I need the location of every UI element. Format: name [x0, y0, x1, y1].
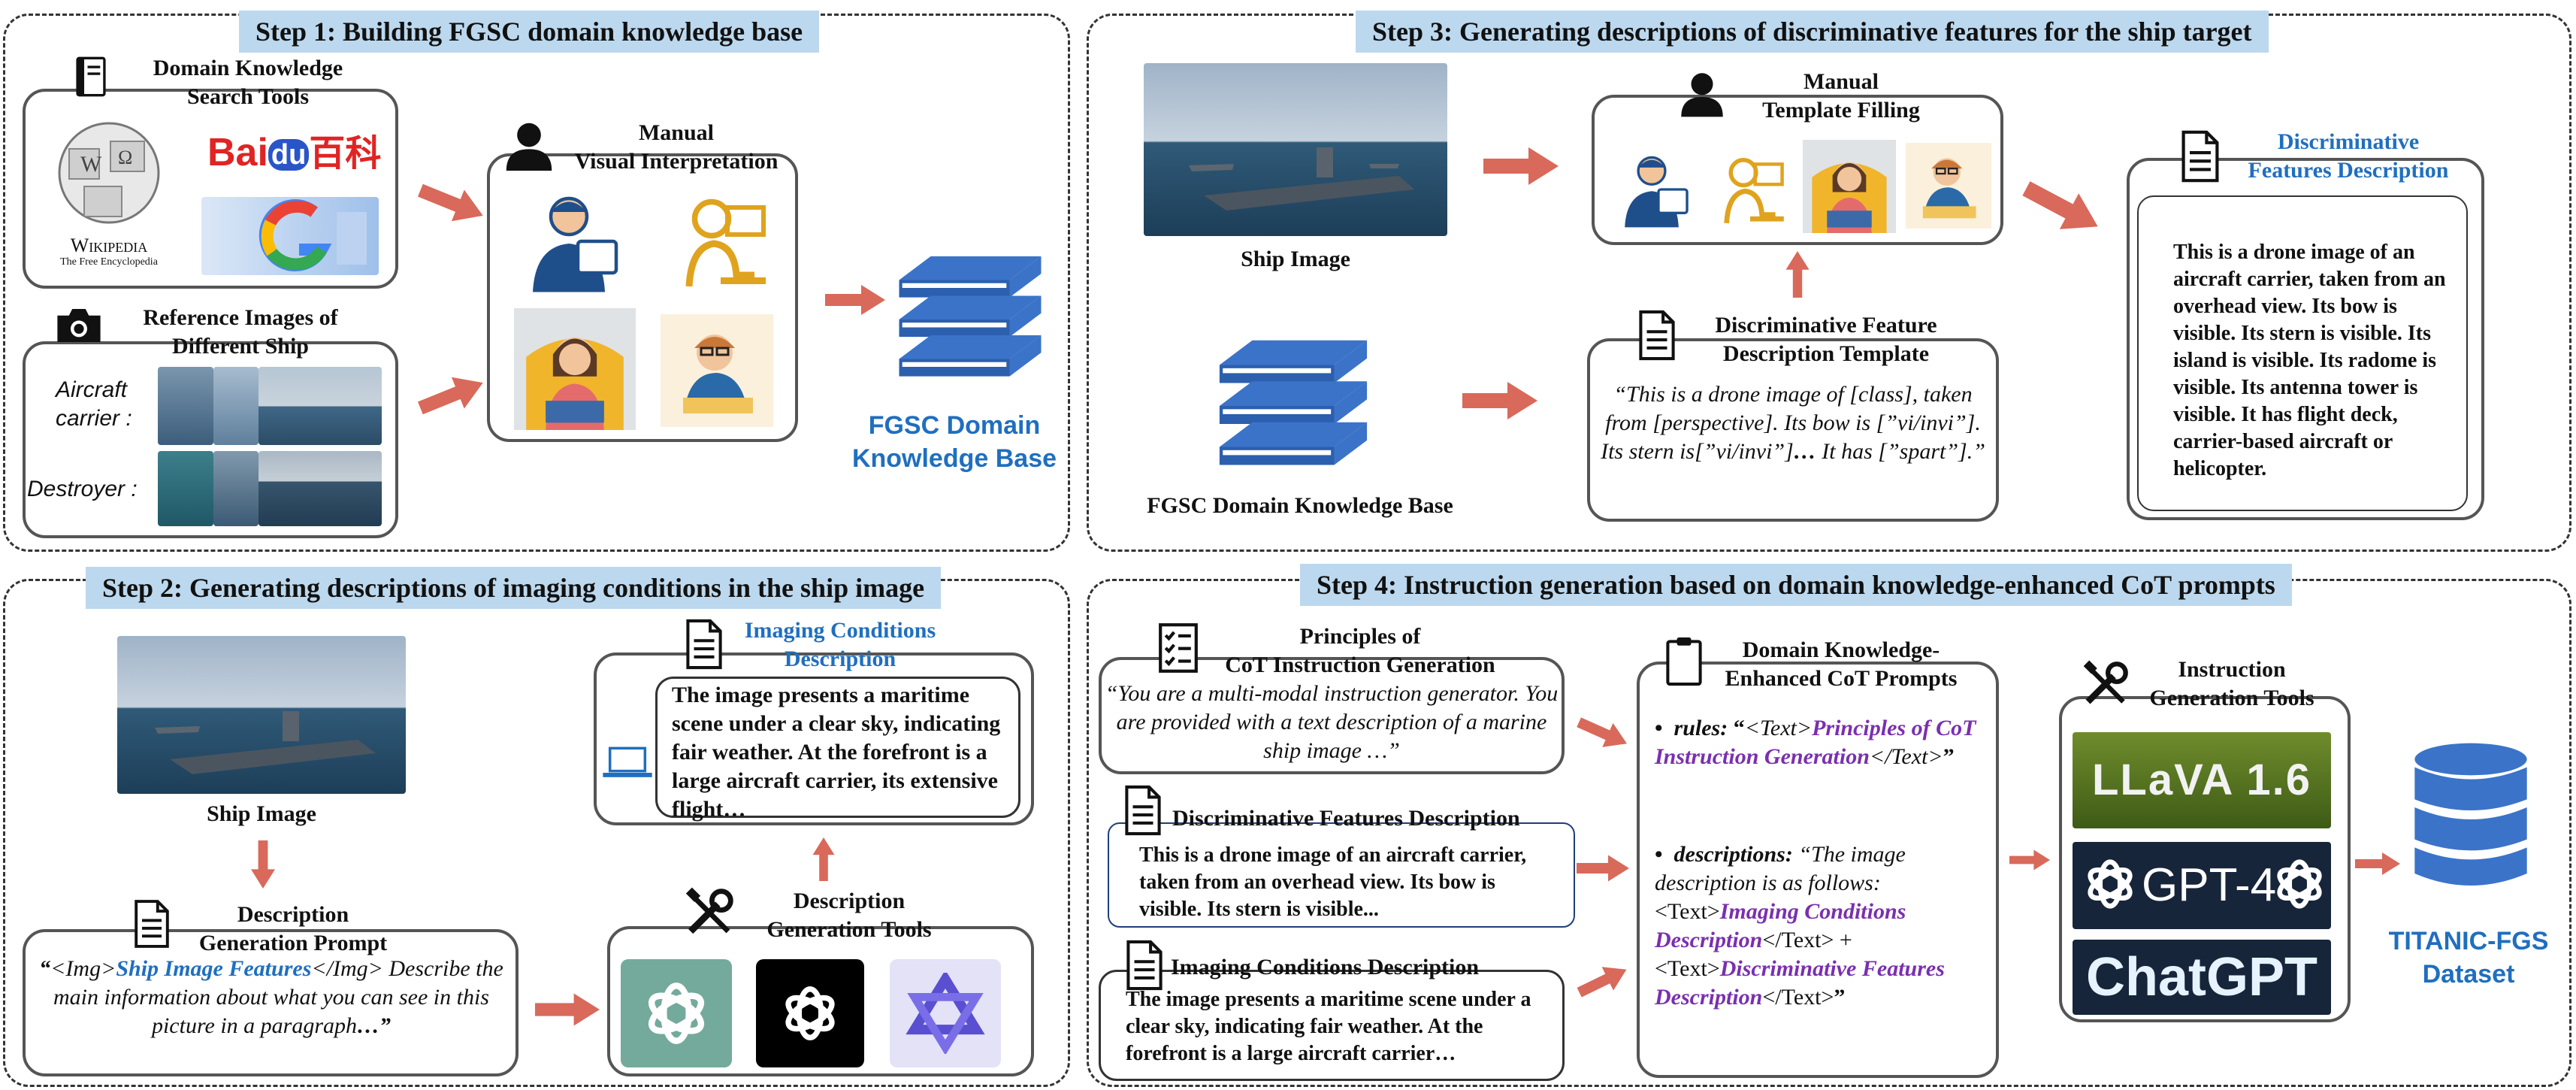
arrow-image-to-prompt [246, 840, 280, 889]
chatgpt-logo: ChatGPT [2073, 940, 2331, 1015]
step3-kb-label: FGSC Domain Knowledge Base [1147, 493, 1453, 518]
imaging4-text: The image presents a maritime scene unde… [1126, 988, 1531, 1065]
template-text: “This is a drone image of [class], taken… [1601, 382, 1985, 464]
tools-icon [684, 887, 735, 938]
checklist-icon [1157, 621, 1199, 675]
destroyer-photo-1 [158, 451, 213, 526]
carrier-photo-3 [259, 367, 382, 445]
svg-text:Ω: Ω [118, 147, 132, 168]
destroyer-label: Destroyer : [27, 477, 138, 501]
knowledge-base-stack-icon [891, 248, 1049, 391]
arrow-manual-to-kb [825, 281, 885, 319]
person-icon-2 [1677, 68, 1727, 120]
arrow-ship-to-manual [1470, 147, 1572, 185]
book-icon [74, 56, 108, 98]
step3-ship-image-label: Ship Image [1241, 247, 1350, 271]
qwen-logo-tile [890, 959, 1001, 1067]
doc-icon-imaging4 [1124, 940, 1165, 991]
cot-label: Domain Knowledge-Enhanced CoT Prompts [1725, 637, 1958, 691]
disc-label: Discriminative Features Description [1172, 806, 1520, 831]
reader2-illustration [655, 314, 779, 427]
principles-box [1099, 657, 1565, 774]
step1-title: Step 1: Building FGSC domain knowledge b… [239, 11, 820, 53]
step2-ship-image-label: Ship Image [207, 801, 316, 826]
analyst-illustration [511, 185, 627, 298]
wikipedia-tagline: The Free Encyclopedia [60, 256, 158, 268]
reader-illustration [663, 185, 779, 298]
destroyer-photo-3 [259, 451, 382, 526]
database-icon [2411, 741, 2531, 892]
arrow-kb-to-template [1432, 382, 1568, 419]
disc-text: This is a drone image of an aircraft car… [1139, 843, 1527, 921]
imaging4-bubble [1099, 970, 1565, 1081]
clipboard-icon [1664, 634, 1704, 687]
reader2-illustration-2 [1904, 143, 1993, 229]
imaging4-label: Imaging Conditions Description [1171, 955, 1480, 979]
doc-icon-disc [1123, 785, 1163, 836]
prompt-box [23, 929, 519, 1076]
carrier-photo-1 [158, 367, 213, 445]
laptop-icon [601, 744, 654, 780]
doc-icon-template [1637, 310, 1677, 361]
arrow-cot-to-tools [2009, 845, 2050, 875]
doc-icon-features [2179, 129, 2221, 183]
principles-text: “You are a multi-modal instruction gener… [1105, 681, 1559, 763]
arrow-tools-to-dataset [2355, 848, 2400, 880]
svg-text:W: W [80, 152, 102, 177]
chatgpt-logo-tile [621, 959, 732, 1067]
reader-illustration-2 [1706, 147, 1794, 232]
camera-icon [54, 305, 104, 346]
arrow-prompt-to-tools [535, 991, 600, 1028]
imaging-text: The image presents a maritime scene unde… [672, 683, 1001, 822]
cot-box [1637, 662, 1999, 1078]
gpt4-logo: GPT-4 [2073, 842, 2331, 929]
doc-icon-imaging [684, 618, 724, 671]
student-illustration [511, 308, 639, 430]
features-text: This is a drone image of an aircraft car… [2173, 241, 2446, 480]
step2-ship-image [117, 636, 406, 794]
imaging-speech-bubble [655, 677, 1020, 818]
arrow-disc-to-cot [1577, 851, 1629, 886]
template-box [1587, 338, 1999, 522]
step3-kb-stack-icon [1211, 331, 1375, 481]
doc-icon-prompt [132, 899, 171, 949]
step3-title: Step 3: Generating descriptions of discr… [1356, 11, 2269, 53]
arrow-tools-to-imaging [807, 837, 840, 881]
llava-logo: LLaVA 1.6 [2073, 732, 2331, 828]
wikipedia-name: Wikipedia [70, 235, 148, 256]
step2-title: Step 2: Generating descriptions of imagi… [86, 567, 942, 609]
wikipedia-logo: W Ω Wikipedia The Free Encyclopedia [39, 119, 179, 269]
scroll-paper [2137, 195, 2468, 511]
prompt-text: “<Img>Ship Image Features</Img> Describe… [39, 956, 503, 1038]
student-illustration-2 [1799, 140, 1900, 233]
openai-logo-tile [756, 959, 864, 1067]
analyst-illustration-2 [1605, 147, 1698, 232]
cot-rules: • rules: “<Text>Principles of CoT Instru… [1655, 716, 1976, 769]
google-image [201, 197, 379, 275]
disc-scroll [1108, 822, 1575, 928]
arrow-template-up [1781, 251, 1814, 298]
carrier-photo-2 [213, 367, 259, 445]
destroyer-photo-2 [213, 451, 259, 526]
cot-descriptions: • descriptions: “The image description i… [1655, 842, 1945, 1010]
step3-ship-image [1144, 63, 1447, 236]
step4-title: Step 4: Instruction generation based on … [1300, 564, 2292, 606]
